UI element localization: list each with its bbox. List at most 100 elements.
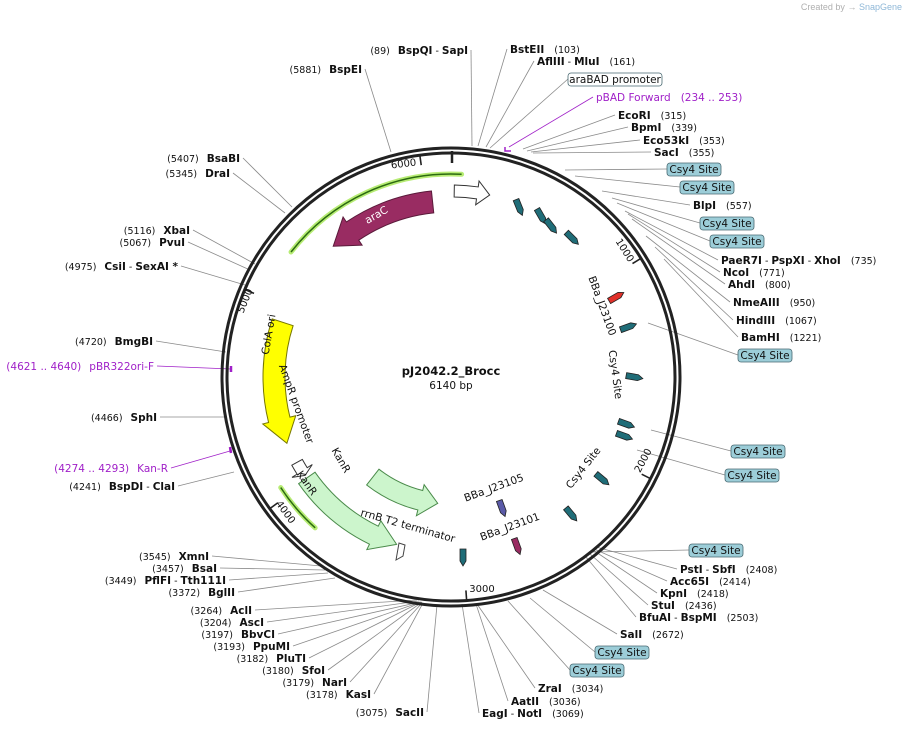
site-position: (2408) (746, 565, 778, 576)
leader-line (426, 604, 438, 713)
leader-line (192, 229, 256, 265)
afliii-site-label: AflIII - MluI(161) (537, 56, 635, 68)
site-position: (234 .. 253) (681, 92, 743, 104)
site-position: (4720) (75, 337, 107, 348)
site-name: BglII (208, 587, 235, 599)
leader-line (522, 114, 616, 150)
csy4-site-label: Csy4 Site (564, 445, 604, 491)
psti-site-label: PstI - SbfI(2408) (680, 564, 777, 576)
csy4-site-label: Csy4 Site (733, 446, 782, 458)
paer7i-site-label: PaeR7I - PspXI - XhoI(735) (721, 255, 876, 267)
selection-highlight-core (280, 487, 316, 529)
site-name: SfoI (302, 665, 325, 677)
leader-line (627, 213, 721, 273)
arab-ad-promoter-arrow (453, 179, 491, 206)
snapgene-credit: Created by → SnapGene (801, 2, 902, 12)
site-position: (3182) (237, 654, 269, 665)
site-name: pBAD Forward (596, 92, 671, 104)
csy4-site-marker (562, 505, 578, 522)
leader-line (589, 553, 649, 606)
asci-site-label: (3204)AscI (200, 617, 264, 629)
separator: - (671, 613, 680, 624)
bfuai-site-label: BfuAI - BspMI(2503) (639, 612, 758, 624)
leader-line (624, 210, 719, 261)
leader-line (308, 601, 422, 659)
site-name: pBR322ori-F (89, 361, 154, 373)
site-name: PspXI (771, 255, 804, 267)
leader-line (591, 549, 690, 553)
leader-line (592, 549, 658, 594)
tick-mark (641, 473, 651, 480)
site-name: BmgBI (115, 336, 153, 348)
leader-line (228, 572, 329, 581)
leader-line (542, 589, 618, 635)
leader-line (485, 60, 535, 148)
leader-line (529, 597, 596, 653)
site-position: (3449) (105, 576, 137, 587)
site-position: (3197) (201, 630, 233, 641)
bmgbi-site-label: (4720) BmgBI (75, 336, 153, 348)
kasi-site-label: (3178)KasI (306, 689, 371, 701)
site-position: (2414) (719, 577, 751, 588)
bba-j23100-label: BBa_J23100 (585, 275, 618, 338)
site-position: (339) (671, 123, 697, 134)
csy4-site-box (688, 543, 744, 558)
site-position: (3372) (168, 588, 200, 599)
leader-line (232, 172, 286, 214)
site-position: (4466) (91, 413, 123, 424)
site-position: (3075) (356, 708, 388, 719)
bba-j23105-marker (495, 498, 507, 518)
leader-line (526, 126, 629, 152)
label-leader-lines (155, 48, 739, 714)
tick-mark (465, 590, 468, 601)
bba-j23101-marker (510, 536, 522, 556)
tick-label: 3000 (469, 584, 494, 595)
csy4-site-label: Csy4 Site (691, 545, 740, 557)
pbad-forward-primer-mark (504, 147, 511, 152)
csy4-site-label: Csy4 Site (669, 164, 718, 176)
site-name: SacII (395, 707, 424, 719)
leader-line (156, 365, 232, 370)
cola-ori-arrow (261, 318, 297, 445)
selection-highlight-core (290, 173, 462, 253)
rrnb-t2-terminator-arrow (395, 542, 406, 561)
csy4-site-label: Csy4 Site (727, 470, 776, 482)
csy4-site-box (730, 444, 786, 459)
tick-label: 1000 (613, 237, 636, 264)
site-name: Acc65I (670, 576, 709, 588)
separator: - (805, 256, 814, 267)
ppumi-site-label: (3193)PpuMI (213, 641, 290, 653)
site-name: NotI (517, 708, 542, 720)
site-name: BspDI (109, 481, 143, 493)
site-name: ClaI (153, 481, 175, 493)
bspqi-site-label: (89)BspQI - SapI (370, 45, 468, 57)
csy4-site-marker (512, 197, 524, 217)
site-name: SphI (131, 412, 157, 424)
csy4-site-box (724, 468, 780, 483)
arabad-promoter-label: araBAD promoter (569, 74, 661, 86)
arac-arrow (332, 190, 435, 247)
blpi-site-label: BlpI(557) (693, 200, 752, 212)
csy4-site-label: Csy4 Site (740, 350, 789, 362)
nari-site-label: (3179)NarI (282, 677, 347, 689)
site-name: KasI (346, 689, 371, 701)
site-name: Eco53kI (643, 135, 689, 147)
site-name: SalI (620, 629, 642, 641)
pvui-site-label: (5067)PvuI (119, 237, 185, 249)
kan-r-site-label: (4274 .. 4293)Kan-R (54, 463, 168, 475)
acli-site-label: (3264)AclI (191, 605, 252, 617)
tick-mark (244, 288, 255, 295)
bamhi-site-label: BamHI(1221) (741, 332, 821, 344)
csy4-site-box (666, 162, 722, 177)
site-name: BpmI (631, 122, 661, 134)
saci-site-label: SacI(355) (654, 147, 714, 159)
kanr-label: KanR (329, 446, 353, 475)
site-position: (5067) (119, 238, 151, 249)
site-name: BbvCI (241, 629, 275, 641)
site-position: (4621 .. 4640) (6, 361, 81, 373)
sphi-site-label: (4466) SphI (91, 412, 157, 424)
nmeaiii-site-label: NmeAIII(950) (733, 297, 815, 309)
leader-line (593, 548, 668, 582)
